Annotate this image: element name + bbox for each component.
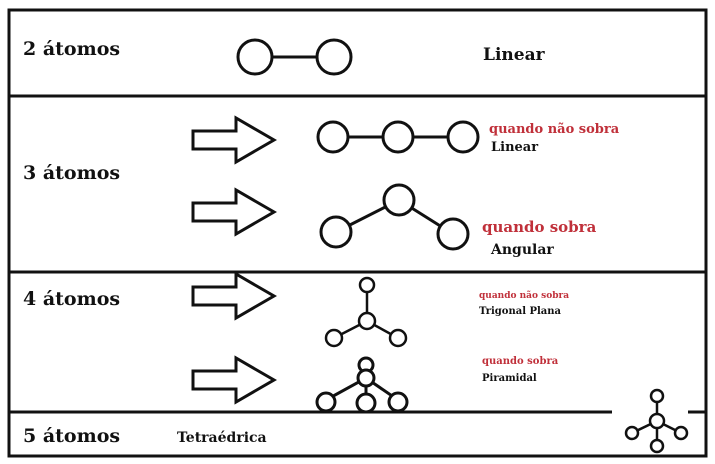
arrow-3-atoms-linear: [191, 115, 277, 165]
molecule-2-atoms-linear: [236, 38, 353, 76]
condition-lone-pair-4-atoms: quando sobra: [482, 356, 559, 367]
molecule-5-atoms-tetrahedral: [624, 388, 689, 454]
shape-name-tetrahedral: Tetraédrica: [177, 430, 267, 446]
table-border: [7, 8, 708, 458]
shape-name-pyramidal: Piramidal: [482, 373, 537, 384]
shape-name-linear-3-atoms: Linear: [491, 140, 539, 155]
arrow-3-atoms-angular: [191, 187, 277, 237]
molecule-3-atoms-angular: [319, 183, 470, 251]
row-label-4-atoms: 4 átomos: [23, 288, 121, 310]
row-label-5-atoms: 5 átomos: [23, 425, 121, 447]
molecule-4-atoms-pyramidal: [315, 356, 409, 414]
condition-no-lone-pair-4-atoms: quando não sobra: [479, 291, 570, 301]
shape-name-trigonal-planar: Trigonal Plana: [479, 306, 562, 317]
arrow-4-atoms-pyramidal: [191, 355, 277, 405]
condition-no-lone-pair-3-atoms: quando não sobra: [489, 122, 620, 137]
condition-lone-pair-3-atoms: quando sobra: [482, 218, 597, 236]
table-lines: [7, 8, 708, 458]
molecule-4-atoms-trigonal-planar: [324, 276, 408, 348]
row-label-3-atoms: 3 átomos: [23, 162, 121, 184]
arrow-4-atoms-trigonal: [191, 271, 277, 321]
shape-name-angular: Angular: [491, 242, 554, 258]
shape-name-linear-2-atoms: Linear: [483, 45, 545, 65]
row-label-2-atoms: 2 átomos: [23, 38, 121, 60]
molecule-3-atoms-linear: [316, 120, 480, 154]
